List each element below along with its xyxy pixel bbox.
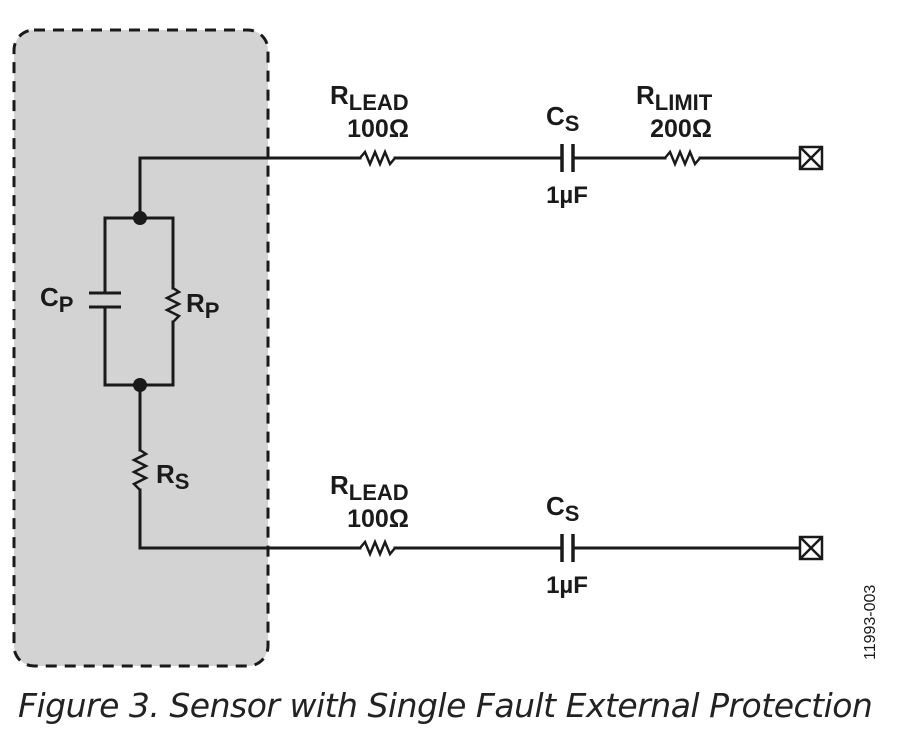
bottom-cs-name: CS xyxy=(546,491,579,526)
rp-label: RP xyxy=(186,288,219,323)
top-cs-value: 1µF xyxy=(546,182,588,209)
cp-label: CP xyxy=(40,282,73,317)
rs-label: RS xyxy=(156,459,189,494)
top-cs-name: CS xyxy=(546,101,579,136)
sensor-enclosure xyxy=(12,28,270,668)
top-terminal xyxy=(798,145,824,171)
top-rlimit-value: 200Ω xyxy=(650,115,712,143)
bottom-terminal xyxy=(798,535,824,561)
bottom-cs-value: 1µF xyxy=(546,572,588,599)
bottom-rlead-resistor xyxy=(359,538,396,558)
junction-node-top xyxy=(133,211,147,225)
rp-resistor xyxy=(164,286,182,323)
junction-node-bottom xyxy=(133,378,147,392)
bottom-line xyxy=(359,534,824,562)
bottom-rlead-name: RLEAD xyxy=(330,470,409,505)
top-rlimit-resistor xyxy=(664,148,701,168)
rs-resistor xyxy=(131,448,149,491)
top-rlead-value: 100Ω xyxy=(347,115,409,143)
figure-caption: Figure 3. Sensor with Single Fault Exter… xyxy=(18,686,873,725)
top-rlead-resistor xyxy=(359,148,396,168)
top-rlimit-name: RLIMIT xyxy=(636,80,713,115)
cp-capacitor xyxy=(89,291,121,309)
bottom-rlead-value: 100Ω xyxy=(347,505,409,533)
top-line xyxy=(359,144,824,172)
top-rlead-name: RLEAD xyxy=(330,80,409,115)
sensor-wiring xyxy=(103,156,362,550)
figure-id: 11993-003 xyxy=(862,585,879,660)
